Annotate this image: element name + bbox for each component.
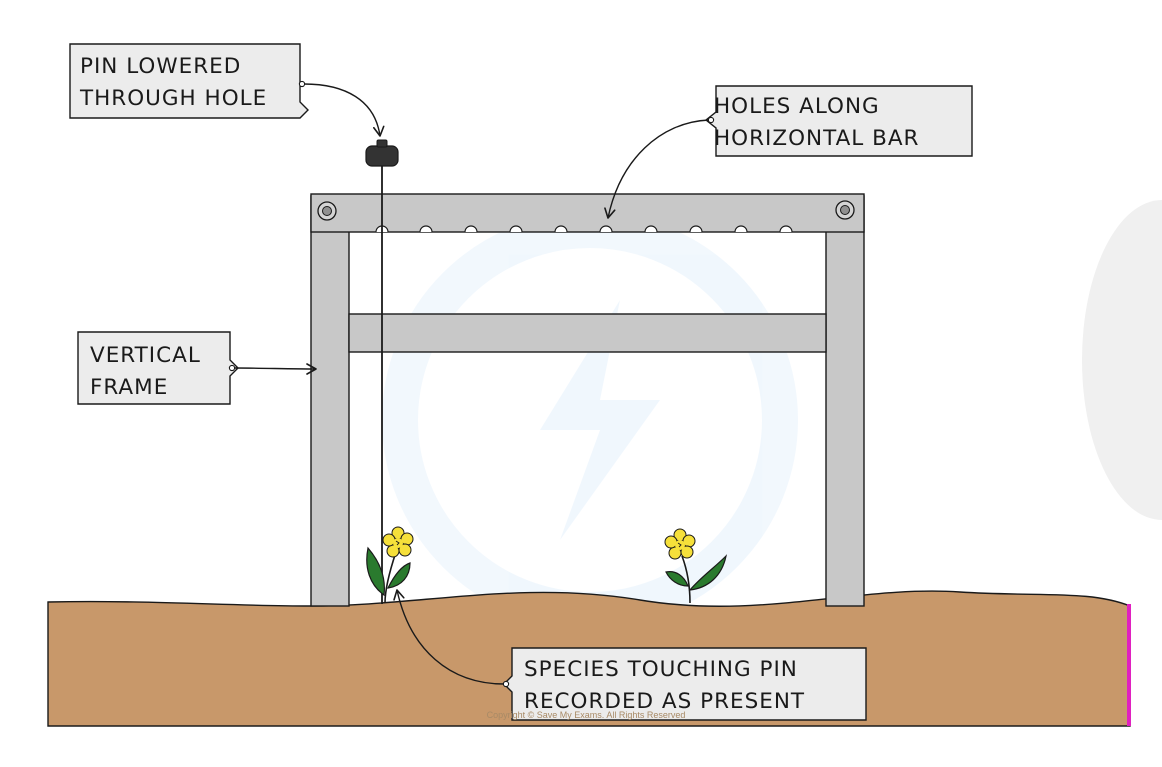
screw-left [317, 201, 337, 221]
background-shadow [1082, 200, 1162, 520]
horizontal-bar [310, 193, 865, 233]
plant-touching-pin [366, 526, 414, 604]
label-pin-lowered-line1: PIN LOWERED [80, 54, 241, 79]
label-species-line2: RECORDED AS PRESENT [524, 689, 805, 714]
label-vertical-frame-line1: VERTICAL [90, 343, 201, 368]
arrow-holes [604, 119, 710, 219]
arrow-species [393, 589, 505, 685]
flower-head [382, 526, 414, 558]
label-species: SPECIES TOUCHING PIN RECORDED AS PRESENT [393, 589, 867, 721]
left-leg [310, 195, 350, 607]
pin [365, 139, 399, 604]
watermark-logo [382, 212, 798, 628]
flower-head [664, 528, 696, 560]
label-pin-lowered: PIN LOWERED THROUGH HOLE [69, 43, 385, 137]
label-species-line1: SPECIES TOUCHING PIN [524, 657, 798, 682]
vertical-frame [310, 193, 865, 607]
copyright-text: Copyright © Save My Exams. All Rights Re… [487, 710, 686, 720]
bar-holes [375, 225, 793, 233]
label-vertical-frame-line2: FRAME [90, 375, 168, 400]
screw-right [835, 200, 855, 220]
arrow-frame [234, 363, 317, 375]
right-leg [825, 195, 865, 607]
label-holes-line2: HORIZONTAL BAR [714, 126, 919, 151]
label-holes-line1: HOLES ALONG [714, 94, 880, 119]
label-vertical-frame: VERTICAL FRAME [77, 331, 317, 405]
plant-not-touching-pin [664, 528, 727, 604]
cross-bar [348, 313, 827, 353]
arrow-pin [303, 83, 385, 137]
label-holes: HOLES ALONG HORIZONTAL BAR [604, 85, 973, 219]
label-pin-lowered-line2: THROUGH HOLE [79, 86, 267, 111]
pin-head [365, 145, 399, 167]
accent-edge [1127, 604, 1131, 726]
